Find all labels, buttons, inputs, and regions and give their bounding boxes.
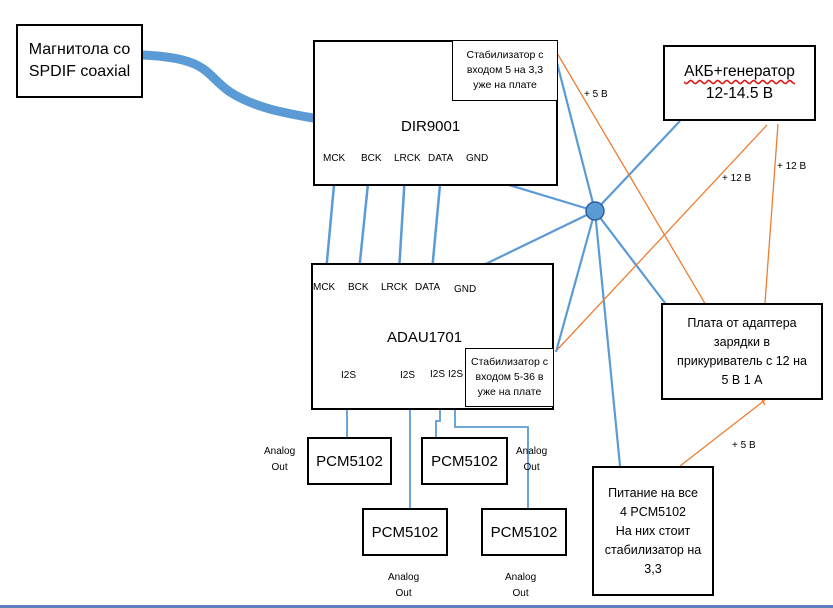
adau-pin-label-bck: BCK (348, 282, 369, 293)
voltage-label-5v-bottom: + 5 В (732, 440, 756, 451)
adapter-board-box: Плата от адаптера зарядки в прикуривател… (661, 303, 823, 400)
adau-stabilizer-label: Стабилизатор с входом 5-36 в уже на плат… (471, 356, 548, 398)
battery-label-main: АКБ+генератор (684, 63, 795, 80)
dir-pin-label-data: DATA (428, 153, 454, 164)
wire-mck (324, 173, 337, 273)
dir-pin-label-bck: BCK (361, 153, 382, 164)
analog-out-label-3: Analog Out (388, 572, 420, 599)
voltage-label-5v-top: + 5 В (584, 89, 608, 100)
dir-pin-label-mck: MCK (323, 153, 346, 164)
adau-pin-label-data: DATA (415, 282, 441, 293)
car-stereo-label: Магнитола со SPDIF coaxial (28, 41, 131, 80)
adau-pin-label-gnd: GND (454, 284, 477, 295)
i2s-label-1: I2S (341, 370, 357, 381)
dac-label-1: PCM5102 (316, 452, 383, 470)
i2s-label-4: I2S (448, 369, 464, 380)
dac-power-box: Питание на все 4 PCM5102 На них стоит ст… (592, 466, 714, 596)
dir-stabilizer-box: Стабилизатор с входом 5 на 3,3 уже на пл… (452, 40, 558, 101)
battery-label-line2: 12-14.5 В (705, 85, 774, 102)
wire-lrck (397, 173, 407, 272)
analog-out-label-1: Analog Out (264, 446, 296, 473)
dac-wires (346, 401, 529, 508)
analog-out-label-2: Analog Out (516, 446, 548, 473)
adau-pin-label-lrck: LRCK (381, 282, 408, 293)
dac-box-1: PCM5102 (307, 437, 392, 485)
adau-pin-label-mck: MCK (313, 282, 336, 293)
dac-box-3: PCM5102 (362, 508, 448, 556)
dac-label-4: PCM5102 (490, 523, 558, 541)
i2s-bus-wires (324, 173, 443, 273)
i2s-label-2: I2S (400, 370, 416, 381)
dac-box-4: PCM5102 (481, 508, 567, 556)
i2s-label-3: I2S (430, 369, 446, 380)
dir-stabilizer-label: Стабилизатор с входом 5 на 3,3 уже на пл… (466, 49, 544, 91)
wire-bck (357, 173, 371, 272)
adapter-board-label: Плата от адаптера зарядки в прикуривател… (677, 315, 807, 387)
dac-box-2: PCM5102 (421, 437, 508, 485)
bottom-border (0, 605, 833, 608)
spdif-coaxial-cable (138, 50, 318, 123)
ground-hub-node (585, 201, 605, 221)
car-stereo-source-box: Магнитола со SPDIF coaxial (16, 24, 143, 98)
wire-data (430, 173, 443, 272)
battery-generator-box: АКБ+генератор 12-14.5 В (663, 45, 816, 121)
dac-label-3: PCM5102 (371, 523, 439, 541)
dac-power-label: Питание на все 4 PCM5102 На них стоит ст… (604, 485, 702, 576)
battery-label-line1: АКБ+генератор (684, 61, 795, 83)
adau-stabilizer-box: Стабилизатор с входом 5-36 в уже на плат… (465, 348, 554, 407)
dir9001-title: DIR9001 (401, 118, 461, 135)
analog-out-label-4: Analog Out (505, 572, 537, 599)
voltage-label-12v-b: + 12 В (777, 161, 807, 172)
adau1701-title: ADAU1701 (387, 329, 463, 346)
dir-pin-label-gnd: GND (466, 153, 489, 164)
dir-pin-label-lrck: LRCK (394, 153, 421, 164)
dac-label-2: PCM5102 (431, 452, 498, 470)
voltage-label-12v-a: + 12 В (722, 173, 752, 184)
